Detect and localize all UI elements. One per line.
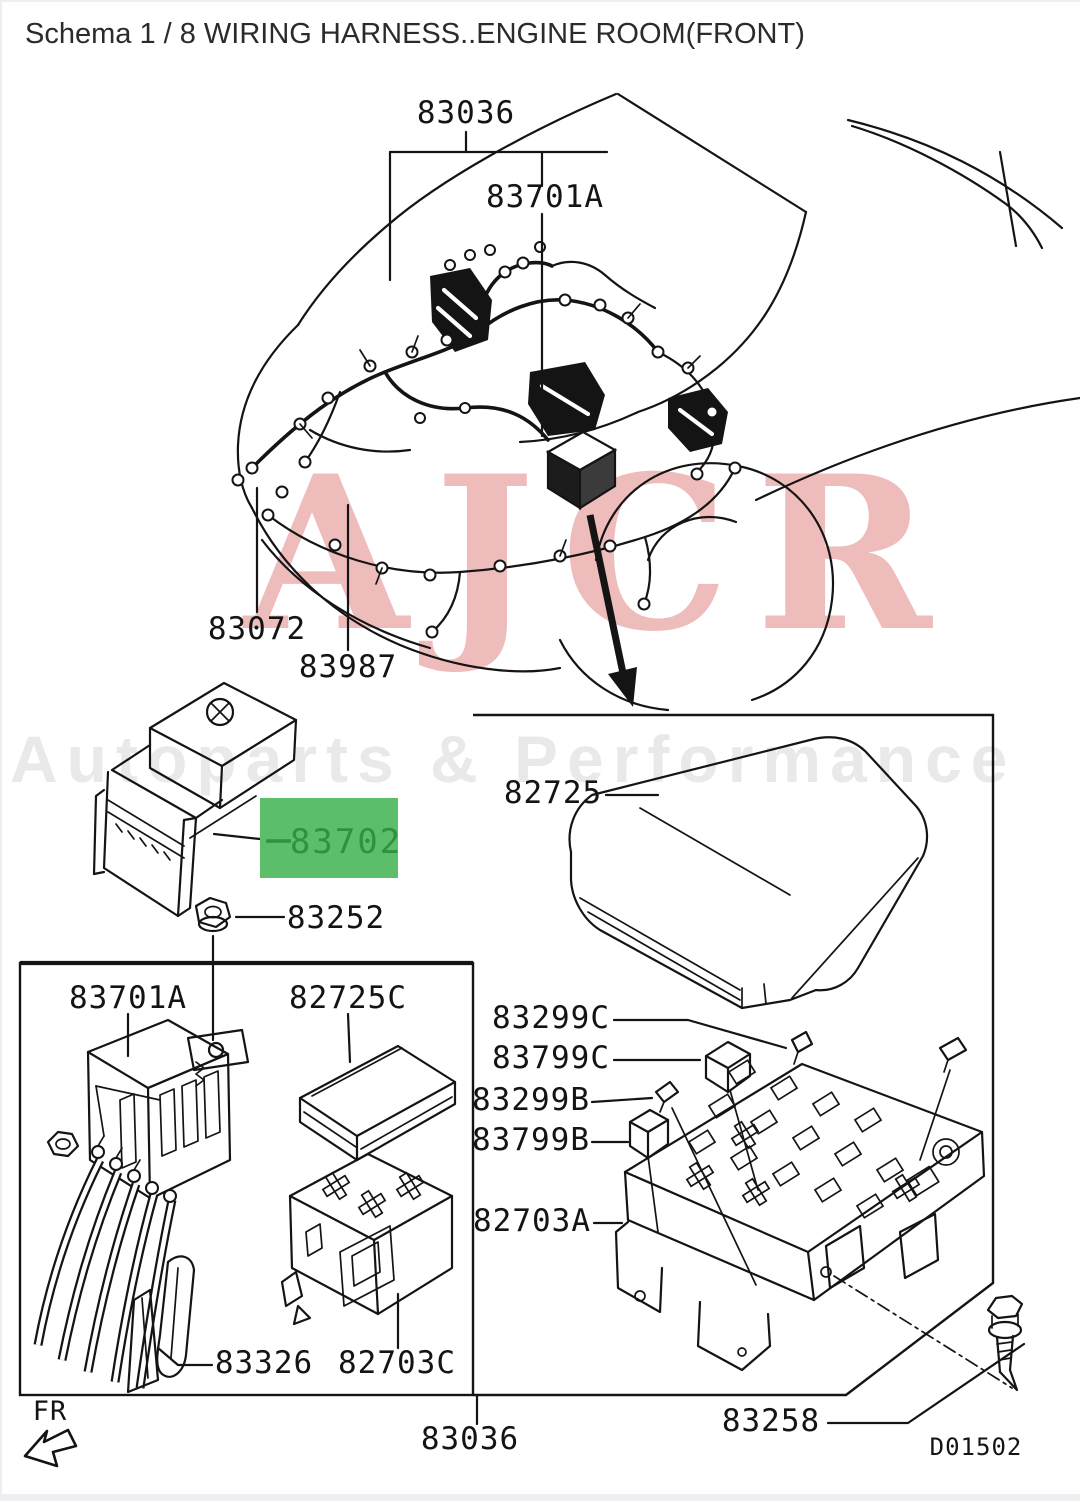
- fr-indicator-label: FR: [33, 1396, 68, 1427]
- battery-wires: [33, 1085, 177, 1389]
- highlight-callout-83702: 83702: [212, 798, 402, 878]
- part-label-83701A-main: 83701A: [486, 179, 604, 215]
- cover-82725C-drawing: [298, 1044, 457, 1162]
- part-label-83701A-lower: 83701A: [69, 980, 187, 1016]
- watermark-tagline: Autoparts & Performance: [10, 722, 1017, 796]
- clip-83299B-drawing: [654, 1080, 680, 1113]
- page-edge-left: [0, 0, 2, 1501]
- nut-83252-drawing: [194, 896, 286, 1042]
- harness-connectors: [231, 241, 742, 639]
- part-label-83072: 83072: [208, 611, 306, 647]
- highlight-box: [260, 798, 398, 878]
- part-label-82725C: 82725C: [289, 980, 407, 1016]
- main-view-leaders: [255, 130, 609, 652]
- part-label-83326: 83326: [215, 1345, 313, 1381]
- harness-artwork: [231, 241, 742, 639]
- install-guide-lines: [647, 1069, 951, 1286]
- page-title: Schema 1 / 8 WIRING HARNESS..ENGINE ROOM…: [25, 18, 805, 50]
- part-label-83799C: 83799C: [492, 1040, 610, 1076]
- right-box-leaders: [475, 793, 1026, 1426]
- cover-83702-drawing: [92, 681, 298, 918]
- part-label-83987: 83987: [299, 649, 397, 685]
- part-label-82703C: 82703C: [338, 1345, 456, 1381]
- part-label-83299B: 83299B: [472, 1082, 590, 1118]
- part-label-83702-highlighted: 83702: [290, 822, 402, 862]
- part-label-83258: 83258: [722, 1403, 820, 1439]
- terminal-block-83701A-drawing: [33, 1018, 250, 1389]
- car-body-outline: [236, 92, 1080, 712]
- left-box-leaders: [95, 1012, 400, 1367]
- relay-bracket-main: [545, 430, 618, 510]
- page-edge-bottom: [0, 1494, 1080, 1501]
- clip-83299C-drawing: [790, 1030, 968, 1073]
- lever-83326-drawing: [126, 1255, 196, 1394]
- part-label-83036-top: 83036: [417, 95, 515, 131]
- cover-82725-drawing: [568, 736, 929, 1010]
- fusebox-82703A-drawing: [614, 1059, 986, 1372]
- front-direction-arrow: [23, 1428, 78, 1468]
- diagram-code: D01502: [930, 1433, 1023, 1461]
- part-label-83799B: 83799B: [472, 1122, 590, 1158]
- relay-83799B-drawing: [628, 1108, 670, 1160]
- part-label-82703A: 82703A: [473, 1203, 591, 1239]
- part-label-83252: 83252: [287, 900, 385, 936]
- detail-boxes: [18, 713, 995, 1397]
- part-label-82725: 82725: [504, 775, 602, 811]
- relay-83799C-drawing: [704, 1040, 752, 1094]
- part-label-83299C: 83299C: [492, 1000, 610, 1036]
- part-label-83036-bottom: 83036: [421, 1421, 519, 1457]
- fuse-block-82703C-drawing: [280, 1152, 454, 1326]
- detail-arrow: [586, 514, 637, 707]
- vent-icon: [205, 697, 235, 727]
- page-edge-top: [0, 0, 1080, 2]
